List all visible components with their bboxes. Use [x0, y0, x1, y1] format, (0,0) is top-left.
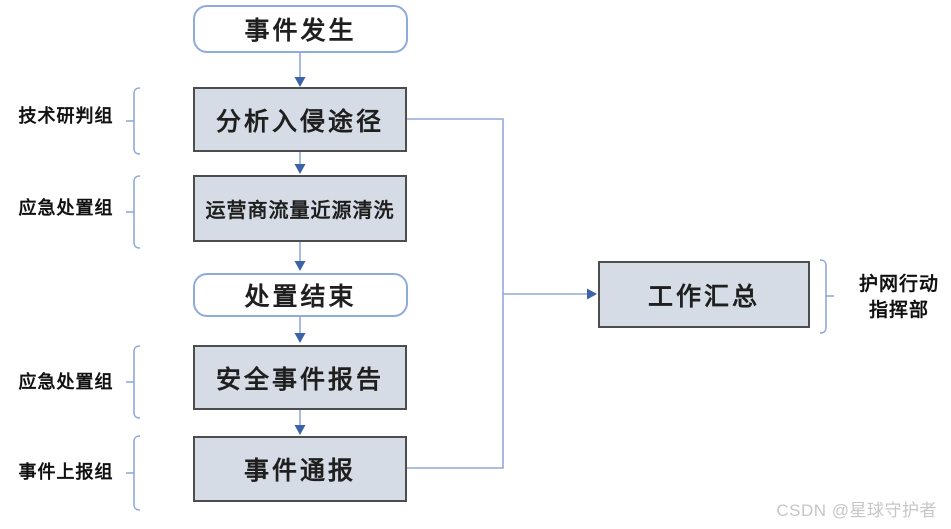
- command-center-line2: 指挥部: [868, 300, 929, 321]
- side-label-reporting-group: 事件上报组: [18, 462, 114, 482]
- node-work-summary: 工作汇总: [598, 261, 810, 328]
- node-incident-report: 安全事件报告: [193, 345, 407, 410]
- node-work-summary-label: 工作汇总: [647, 282, 760, 311]
- arrowhead-right-icon: [587, 288, 597, 300]
- brace-left-icon: [126, 345, 141, 419]
- node-dispose-end-label: 处置结束: [244, 283, 357, 311]
- node-traffic-clean: 运营商流量近源清洗: [193, 175, 407, 242]
- side-label-emergency-group-2: 应急处置组: [18, 372, 114, 392]
- arrowhead-down-icon: [294, 164, 306, 174]
- arrow-clean-to-end: [294, 242, 306, 271]
- node-analyze-path: 分析入侵途径: [193, 87, 407, 152]
- brace-left-icon: [126, 87, 141, 155]
- node-incident-report-label: 安全事件报告: [215, 365, 384, 394]
- node-event-start: 事件发生: [193, 5, 408, 53]
- connector-elbow: [406, 118, 504, 469]
- brace-left-icon: [126, 175, 141, 249]
- side-label-tech-group: 技术研判组: [18, 106, 114, 126]
- arrowhead-down-icon: [294, 261, 306, 271]
- watermark-text: CSDN @星球守护者: [776, 501, 937, 520]
- brace-left-icon: [126, 435, 141, 511]
- node-event-start-label: 事件发生: [244, 17, 357, 45]
- arrow-report-to-notice: [294, 410, 306, 435]
- node-analyze-path-label: 分析入侵途径: [215, 107, 384, 136]
- brace-right-icon: [819, 259, 834, 334]
- side-label-emergency-group-1: 应急处置组: [18, 198, 114, 218]
- node-incident-notice: 事件通报: [193, 436, 407, 502]
- arrow-analyze-to-clean: [294, 152, 306, 174]
- command-center-line1: 护网行动: [858, 274, 939, 295]
- node-traffic-clean-label: 运营商流量近源清洗: [205, 200, 395, 222]
- arrow-end-to-report: [294, 317, 306, 343]
- side-label-command-center: 护网行动 指挥部: [846, 272, 951, 324]
- node-dispose-end: 处置结束: [193, 273, 408, 317]
- arrowhead-down-icon: [294, 77, 306, 87]
- arrowhead-down-icon: [294, 425, 306, 435]
- arrow-start-to-analyze: [294, 53, 306, 87]
- arrowhead-down-icon: [294, 333, 306, 343]
- arrow-merge-to-summary: [503, 288, 597, 300]
- node-incident-notice-label: 事件通报: [243, 457, 356, 485]
